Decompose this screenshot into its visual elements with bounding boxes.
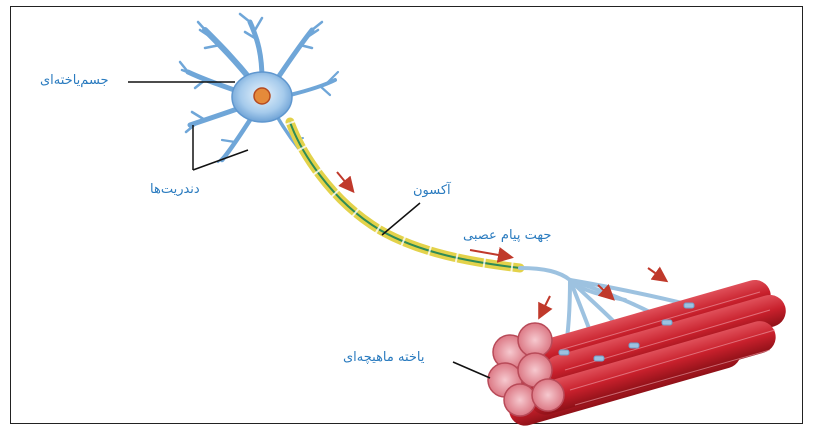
fiber-ends: [488, 323, 564, 416]
label-axon: آکسون: [413, 183, 451, 199]
label-cell-body: جسم‌یاخته‌ای: [40, 73, 109, 89]
label-muscle-cell: یاخته ماهیچه‌ای: [343, 350, 425, 366]
signal-arrows: [337, 172, 665, 316]
label-signal-direction: جهت پیام عصبی: [463, 228, 551, 244]
label-dendrites: دندریت‌ها: [150, 182, 200, 198]
myelin-sheath: [290, 122, 520, 268]
leader-lines: [128, 82, 490, 378]
nucleus: [254, 88, 270, 104]
muscle-bundle: [488, 276, 790, 429]
